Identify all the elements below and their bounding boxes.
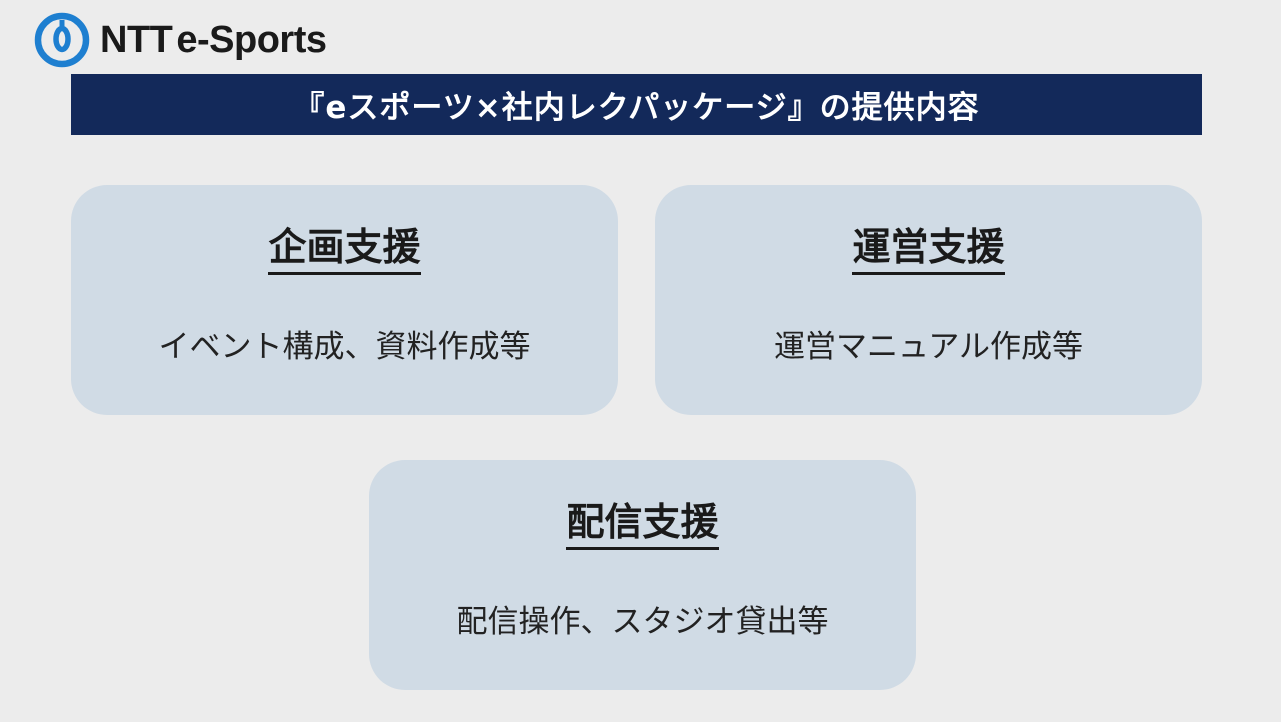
card-description: 配信操作、スタジオ貸出等 (456, 604, 829, 640)
logo-brand: NTT (100, 18, 173, 61)
card-title: 配信支援 (369, 500, 916, 550)
card-title: 企画支援 (71, 225, 618, 275)
card-title-text: 企画支援 (268, 225, 421, 275)
logo-suffix: e-Sports (176, 18, 327, 61)
card-description: 運営マニュアル作成等 (773, 329, 1084, 365)
ntt-logo-icon (34, 12, 90, 68)
card-title-text: 運営支援 (852, 225, 1005, 275)
company-logo: NTT e-Sports (34, 12, 327, 68)
card-title-text: 配信支援 (566, 500, 719, 550)
card-operation-support: 運営支援 運営マニュアル作成等 (655, 185, 1202, 415)
page-title: 『eスポーツ×社内レクパッケージ』の提供内容 (293, 90, 980, 126)
logo-wordmark: NTT e-Sports (100, 19, 327, 62)
title-banner: 『eスポーツ×社内レクパッケージ』の提供内容 (71, 74, 1202, 135)
card-title: 運営支援 (655, 225, 1202, 275)
card-description: イベント構成、資料作成等 (158, 329, 531, 365)
card-planning-support: 企画支援 イベント構成、資料作成等 (71, 185, 618, 415)
card-streaming-support: 配信支援 配信操作、スタジオ貸出等 (369, 460, 916, 690)
